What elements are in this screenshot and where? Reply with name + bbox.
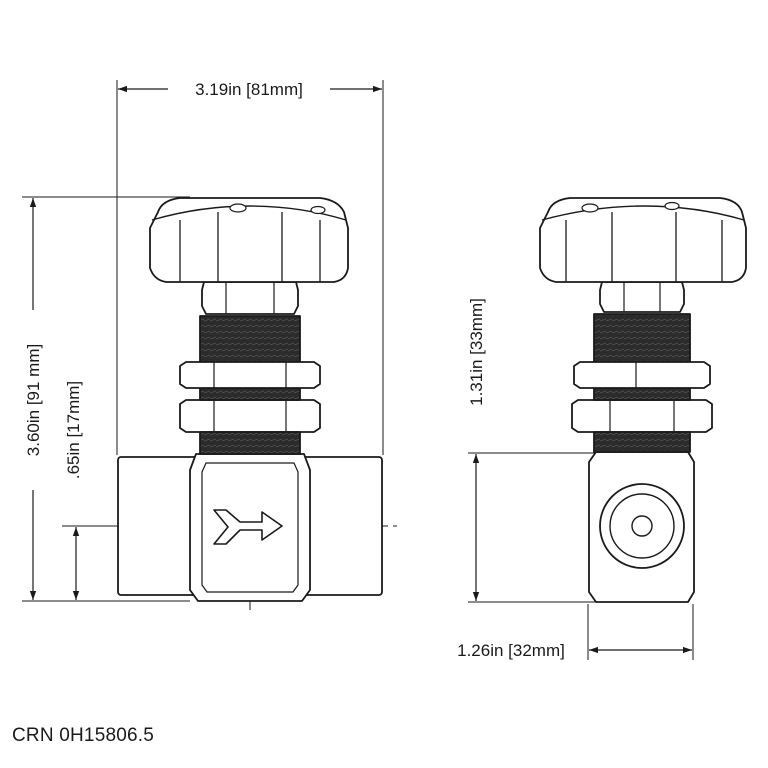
centerline-height-label: .65in [17mm]	[64, 381, 83, 479]
overall-width-label: 3.19in [81mm]	[195, 80, 303, 99]
front-view	[22, 80, 400, 610]
side-dimension-lines	[472, 454, 692, 654]
part-number: CRN 0H15806.5	[12, 725, 155, 746]
overall-height-label: 3.60in [91 mm]	[24, 344, 43, 456]
front-dimension-labels: 3.19in [81mm] 3.60in [91 mm] .65in [17mm…	[24, 80, 303, 479]
side-dimension-labels: 1.31in [33mm] 1.26in [32mm]	[457, 298, 565, 660]
side-height-label: 1.31in [33mm]	[467, 298, 486, 406]
front-dimension-lines	[29, 85, 382, 600]
side-view	[468, 197, 747, 660]
side-width-label: 1.26in [32mm]	[457, 641, 565, 660]
